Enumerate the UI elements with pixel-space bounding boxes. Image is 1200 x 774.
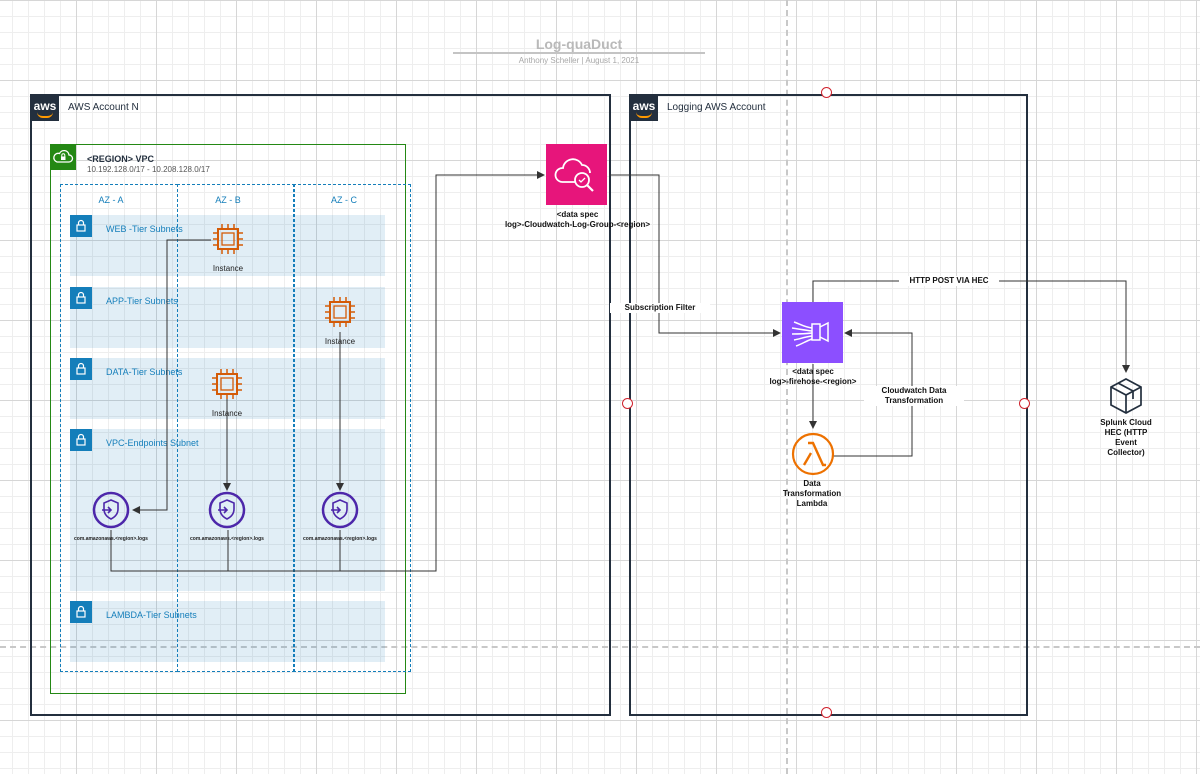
az-c-label: AZ - C — [331, 195, 357, 205]
page-guide-vertical — [786, 0, 788, 774]
subnet-label: DATA-Tier Subnets — [106, 367, 183, 377]
endpoint-label: com.amazonaws.<region>.logs — [303, 536, 377, 542]
splunk-label: Splunk Cloud HEC (HTTP Event Collector) — [1100, 418, 1152, 457]
az-b-label: AZ - B — [215, 195, 241, 205]
logging-account-group[interactable]: aws Logging AWS Account — [629, 94, 1028, 716]
lambda-tier-subnet[interactable]: LAMBDA-Tier Subnets — [70, 601, 385, 662]
vpc-title: <REGION> VPC — [87, 154, 155, 164]
instance-label: Instance — [211, 409, 243, 418]
account-label: Logging AWS Account — [667, 102, 766, 113]
aws-logo-icon: aws — [31, 95, 59, 121]
resize-handle[interactable] — [1019, 398, 1030, 409]
ec2-instance-icon[interactable] — [209, 366, 245, 402]
endpoint-label: com.amazonaws.<region>.logs — [190, 536, 264, 542]
http-post-label: HTTP POST VIA HEC — [899, 276, 999, 286]
vpc-endpoint-icon[interactable] — [92, 491, 130, 529]
diagram-title[interactable]: Log-quaDuct — [535, 36, 623, 52]
lock-icon — [70, 287, 92, 309]
vpc-endpoint-icon[interactable] — [208, 491, 246, 529]
cloudwatch-log-group-icon[interactable] — [546, 144, 607, 205]
subscription-filter-label: Subscription Filter — [610, 303, 710, 313]
instance-label: Instance — [212, 264, 244, 273]
lock-icon — [70, 215, 92, 237]
vpc-endpoint-icon[interactable] — [321, 491, 359, 529]
lambda-label: Data Transformation Lambda — [782, 479, 842, 508]
page-guide-horizontal — [0, 646, 1200, 648]
resize-handle[interactable] — [821, 707, 832, 718]
resize-handle[interactable] — [622, 398, 633, 409]
vpc-cidrs: 10.192.128.0/17 - 10.208.128.0/17 — [87, 165, 210, 174]
title-underline — [453, 52, 705, 54]
resize-handle[interactable] — [821, 87, 832, 98]
firehose-label: <data spec log>-firehose-<region> — [769, 367, 857, 386]
instance-label: Instance — [324, 337, 356, 346]
az-a-label: AZ - A — [98, 195, 124, 205]
lock-icon — [70, 358, 92, 380]
subnet-label: WEB -Tier Subnets — [106, 224, 183, 234]
ec2-instance-icon[interactable] — [210, 221, 246, 257]
lock-icon — [70, 601, 92, 623]
aws-account-n-group[interactable]: aws AWS Account N — [30, 94, 611, 716]
aws-logo-icon: aws — [630, 95, 658, 121]
transformation-label: Cloudwatch Data Transformation — [864, 386, 964, 406]
lambda-icon[interactable] — [791, 432, 835, 476]
subnet-label: APP-Tier Subnets — [106, 296, 178, 306]
diagram-subtitle[interactable]: Anthony Scheller | August 1, 2021 — [518, 56, 640, 65]
subnet-label: LAMBDA-Tier Subnets — [106, 610, 197, 620]
subnet-label: VPC-Endpoints Subnet — [106, 438, 199, 448]
splunk-cube-icon[interactable] — [1106, 376, 1146, 416]
ec2-instance-icon[interactable] — [322, 294, 358, 330]
vpc-cloud-lock-icon — [50, 144, 76, 170]
kinesis-firehose-icon[interactable] — [782, 302, 843, 363]
cloudwatch-label: <data spec log>-Cloudwatch-Log-Group-<re… — [504, 210, 651, 229]
account-label: AWS Account N — [68, 102, 139, 113]
endpoint-label: com.amazonaws.<region>.logs — [74, 536, 148, 542]
lock-icon — [70, 429, 92, 451]
